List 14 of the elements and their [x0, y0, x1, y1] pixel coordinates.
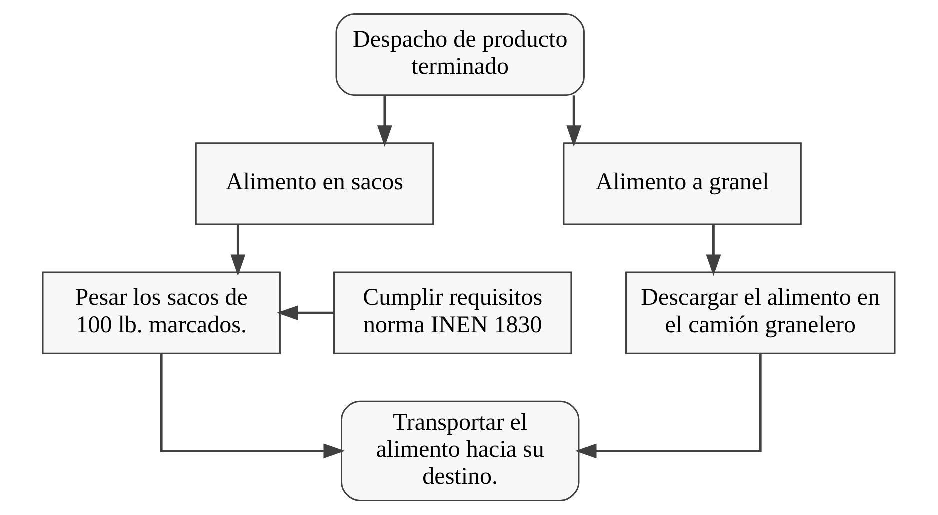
node-box: Alimento en sacos: [195, 142, 434, 226]
arrow: [706, 224, 722, 276]
node-box: Alimento a granel: [563, 142, 802, 226]
arrow: [160, 354, 346, 459]
node-box: Cumplir requisitos norma INEN 1830: [334, 272, 572, 354]
node-box: Descargar el alimento en el camión granelero: [626, 272, 896, 354]
arrow: [566, 96, 582, 147]
arrow: [377, 96, 392, 147]
arrow: [276, 306, 334, 321]
arrow: [230, 224, 246, 276]
node-box: Pesar los sacos de 100 lb. marcados.: [42, 272, 281, 354]
node-box: Transportar el alimento hacia su destino.: [341, 400, 580, 502]
arrow: [575, 354, 762, 459]
node-box: Despacho de producto terminado: [336, 14, 585, 96]
